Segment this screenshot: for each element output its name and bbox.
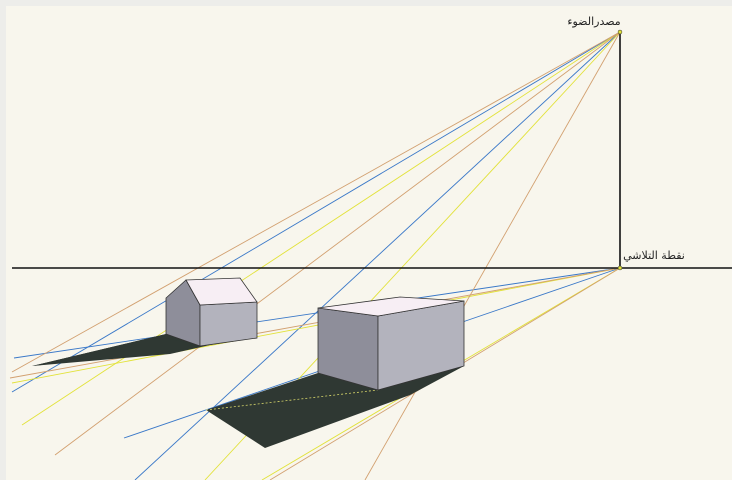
light-source-label: مصدرالضوء — [567, 15, 620, 28]
ray-light-far-left — [11, 31, 621, 373]
house-roof — [185, 277, 258, 306]
house-front-wall — [199, 301, 258, 347]
ray-light-house-roof — [21, 31, 621, 426]
vanishing-point-label: نقطة التلاشي — [623, 249, 685, 262]
ray-light-house-base — [54, 31, 621, 456]
ray-vanish-house-back — [13, 267, 621, 359]
ray-light-box-far — [364, 31, 621, 480]
vanishing-point-dot — [617, 265, 623, 271]
ray-light-house-ridge — [11, 31, 621, 393]
house — [165, 277, 258, 347]
house-shadow-main — [32, 334, 200, 366]
ray-vanish-lower-left — [9, 267, 621, 379]
ray-vanish-house-shadow — [11, 267, 621, 384]
box-shadow-dash — [205, 389, 379, 411]
light-source-point — [617, 29, 623, 35]
rays-orange — [9, 31, 621, 480]
ray-light-box-front-top — [134, 31, 621, 480]
box-top-face — [317, 296, 465, 317]
box — [317, 296, 465, 391]
box-shadow — [206, 366, 464, 448]
